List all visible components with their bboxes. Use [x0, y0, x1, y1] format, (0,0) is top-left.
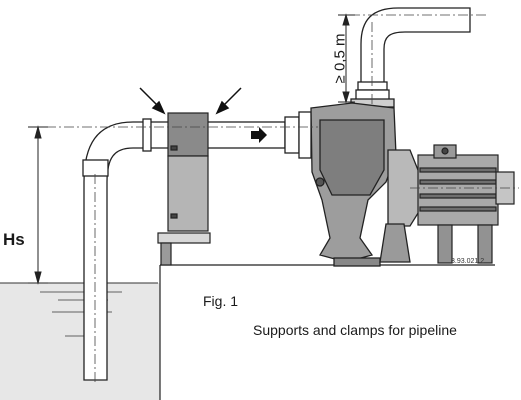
suction-height-label: Hs [3, 230, 25, 249]
distance-dimension [338, 13, 355, 104]
min-distance-label: ≥ 0,5 m [331, 33, 349, 84]
water [0, 283, 160, 400]
figure-number: Fig. 1 [203, 293, 239, 309]
pump-bracket [379, 149, 421, 263]
pump-body [310, 102, 397, 267]
discharge-pipe [350, 7, 471, 108]
hs-dimension [28, 125, 48, 285]
center-lines [28, 14, 519, 383]
motor [417, 144, 515, 264]
pipe-support-clamp [157, 112, 211, 266]
clamp-arrows [139, 87, 242, 115]
floor [159, 264, 495, 400]
drawing-code: 3.93.021.2 [451, 258, 485, 265]
figure-caption: Supports and clamps for pipeline [253, 322, 457, 338]
